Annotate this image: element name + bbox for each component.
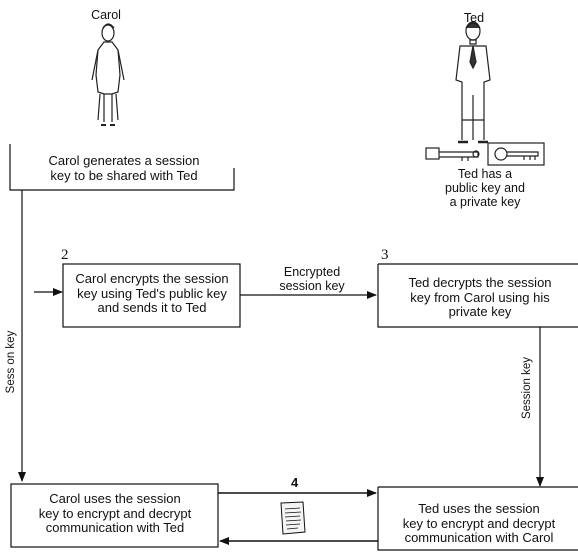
ted-final-line: communication with Carol [404,530,554,545]
step1-text: Carol generates a session key to be shar… [24,153,224,183]
right-session-key-label: Session key [521,357,533,420]
carol-final-line: key to encrypt and decrypt [38,505,192,521]
ted-final-text: Ted uses the session key to encrypt and … [384,501,574,546]
step3-line: Ted decrypts the session [408,275,552,290]
step3-line: key from Carol using his [410,289,550,305]
step1-box [9,144,235,191]
ted-final-box [377,486,578,551]
carol-final-line: Carol uses the session [49,491,181,506]
ted-final-line: Ted uses the session [418,501,540,516]
public-key-icon [425,147,480,161]
step3-line: private key [448,304,512,319]
step2-line: and sends it to Ted [97,300,207,315]
step4-number: 4 [291,475,299,490]
document-icon [280,501,306,535]
encrypted-key-label: Encrypted session key [262,265,362,293]
private-key-icon [487,142,545,166]
carol-final-box [10,483,219,548]
step2-number: 2 [61,247,69,263]
ted-keys-note-line: a private key [449,195,521,209]
step2-line: Carol encrypts the session [75,271,229,286]
ted-keys-note-line: public key and [445,181,525,195]
woman-figure-icon [91,23,125,126]
ted-keys-note-line: Ted has a [457,167,513,181]
left-session-key-label: Sess on key [5,330,17,394]
ted-label: Ted [463,11,485,25]
step3-number: 3 [381,247,389,263]
encrypted-key-label-line: Encrypted [283,265,341,279]
step1-line: Carol generates a session [48,153,200,168]
ted-final-line: key to encrypt and decrypt [402,515,556,531]
carol-final-text: Carol uses the session key to encrypt an… [14,491,216,536]
step3-text: Ted decrypts the session key from Carol … [392,275,568,320]
carol-final-line: communication with Ted [45,520,185,535]
ted-keys-note: Ted has a public key and a private key [430,167,540,209]
step3-box [377,263,578,328]
step2-text: Carol encrypts the session key using Ted… [66,271,238,316]
carol-label: Carol [91,8,121,22]
encrypted-key-label-line: session key [279,279,345,293]
step1-line: key to be shared with Ted [50,167,198,183]
step2-line: key using Ted's public key [77,285,227,301]
man-figure-icon [455,21,491,144]
